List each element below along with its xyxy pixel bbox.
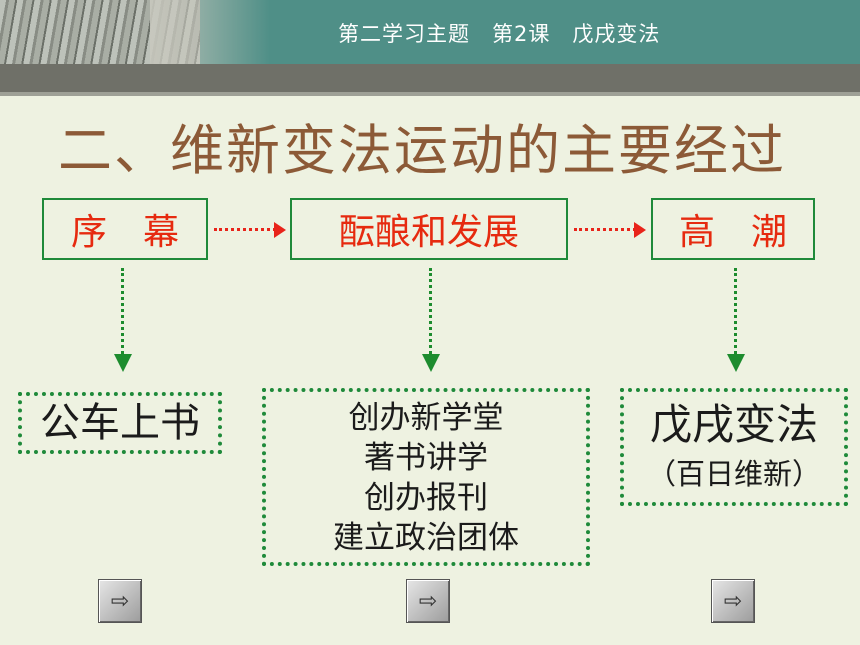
header-band: [0, 64, 860, 96]
arrow-down-icon: [727, 354, 745, 372]
outcome-prologue: 公车上书: [18, 392, 222, 454]
header-fade: [150, 0, 270, 64]
arrow-head-icon: [634, 222, 646, 238]
stage-label: 高 潮: [678, 212, 787, 253]
arrow-right-icon: ⇨: [723, 588, 743, 614]
stage-prologue: 序 幕: [42, 198, 208, 260]
header-title: 第二学习主题 第2课 戊戌变法: [338, 22, 661, 46]
stage-label: 序 幕: [70, 212, 179, 253]
next-button-climax[interactable]: ⇨: [711, 579, 755, 623]
header-band-highlight: [0, 92, 860, 96]
arrow-prologue-down: [121, 268, 124, 354]
next-button-prologue[interactable]: ⇨: [98, 579, 142, 623]
outcome-climax: 戊戌变法 （百日维新）: [620, 388, 848, 506]
arrow-head-icon: [274, 222, 286, 238]
arrow-down-icon: [422, 354, 440, 372]
outcome-text: 建立政治团体: [333, 520, 519, 556]
outcome-text: 戊戌变法: [649, 400, 818, 449]
outcome-text: 创办新学堂: [348, 400, 504, 436]
stage-development: 酝酿和发展: [290, 198, 568, 260]
arrow-right-icon: ⇨: [418, 588, 438, 614]
arrow-development-down: [429, 268, 432, 354]
page-title: 二、维新变法运动的主要经过: [58, 119, 786, 182]
outcome-text: （百日维新）: [646, 457, 821, 491]
stage-climax: 高 潮: [651, 198, 815, 260]
stage-label: 酝酿和发展: [338, 212, 519, 253]
outcome-text: 创办报刊: [364, 480, 488, 516]
arrow-right-icon: ⇨: [110, 588, 130, 614]
outcome-development: 创办新学堂 著书讲学 创办报刊 建立政治团体: [262, 388, 590, 566]
arrow-climax-down: [734, 268, 737, 354]
arrow-prologue-to-development: [214, 228, 276, 231]
outcome-text: 公车上书: [40, 400, 200, 446]
arrow-development-to-climax: [574, 228, 636, 231]
arrow-down-icon: [114, 354, 132, 372]
outcome-text: 著书讲学: [364, 440, 488, 476]
next-button-development[interactable]: ⇨: [406, 579, 450, 623]
